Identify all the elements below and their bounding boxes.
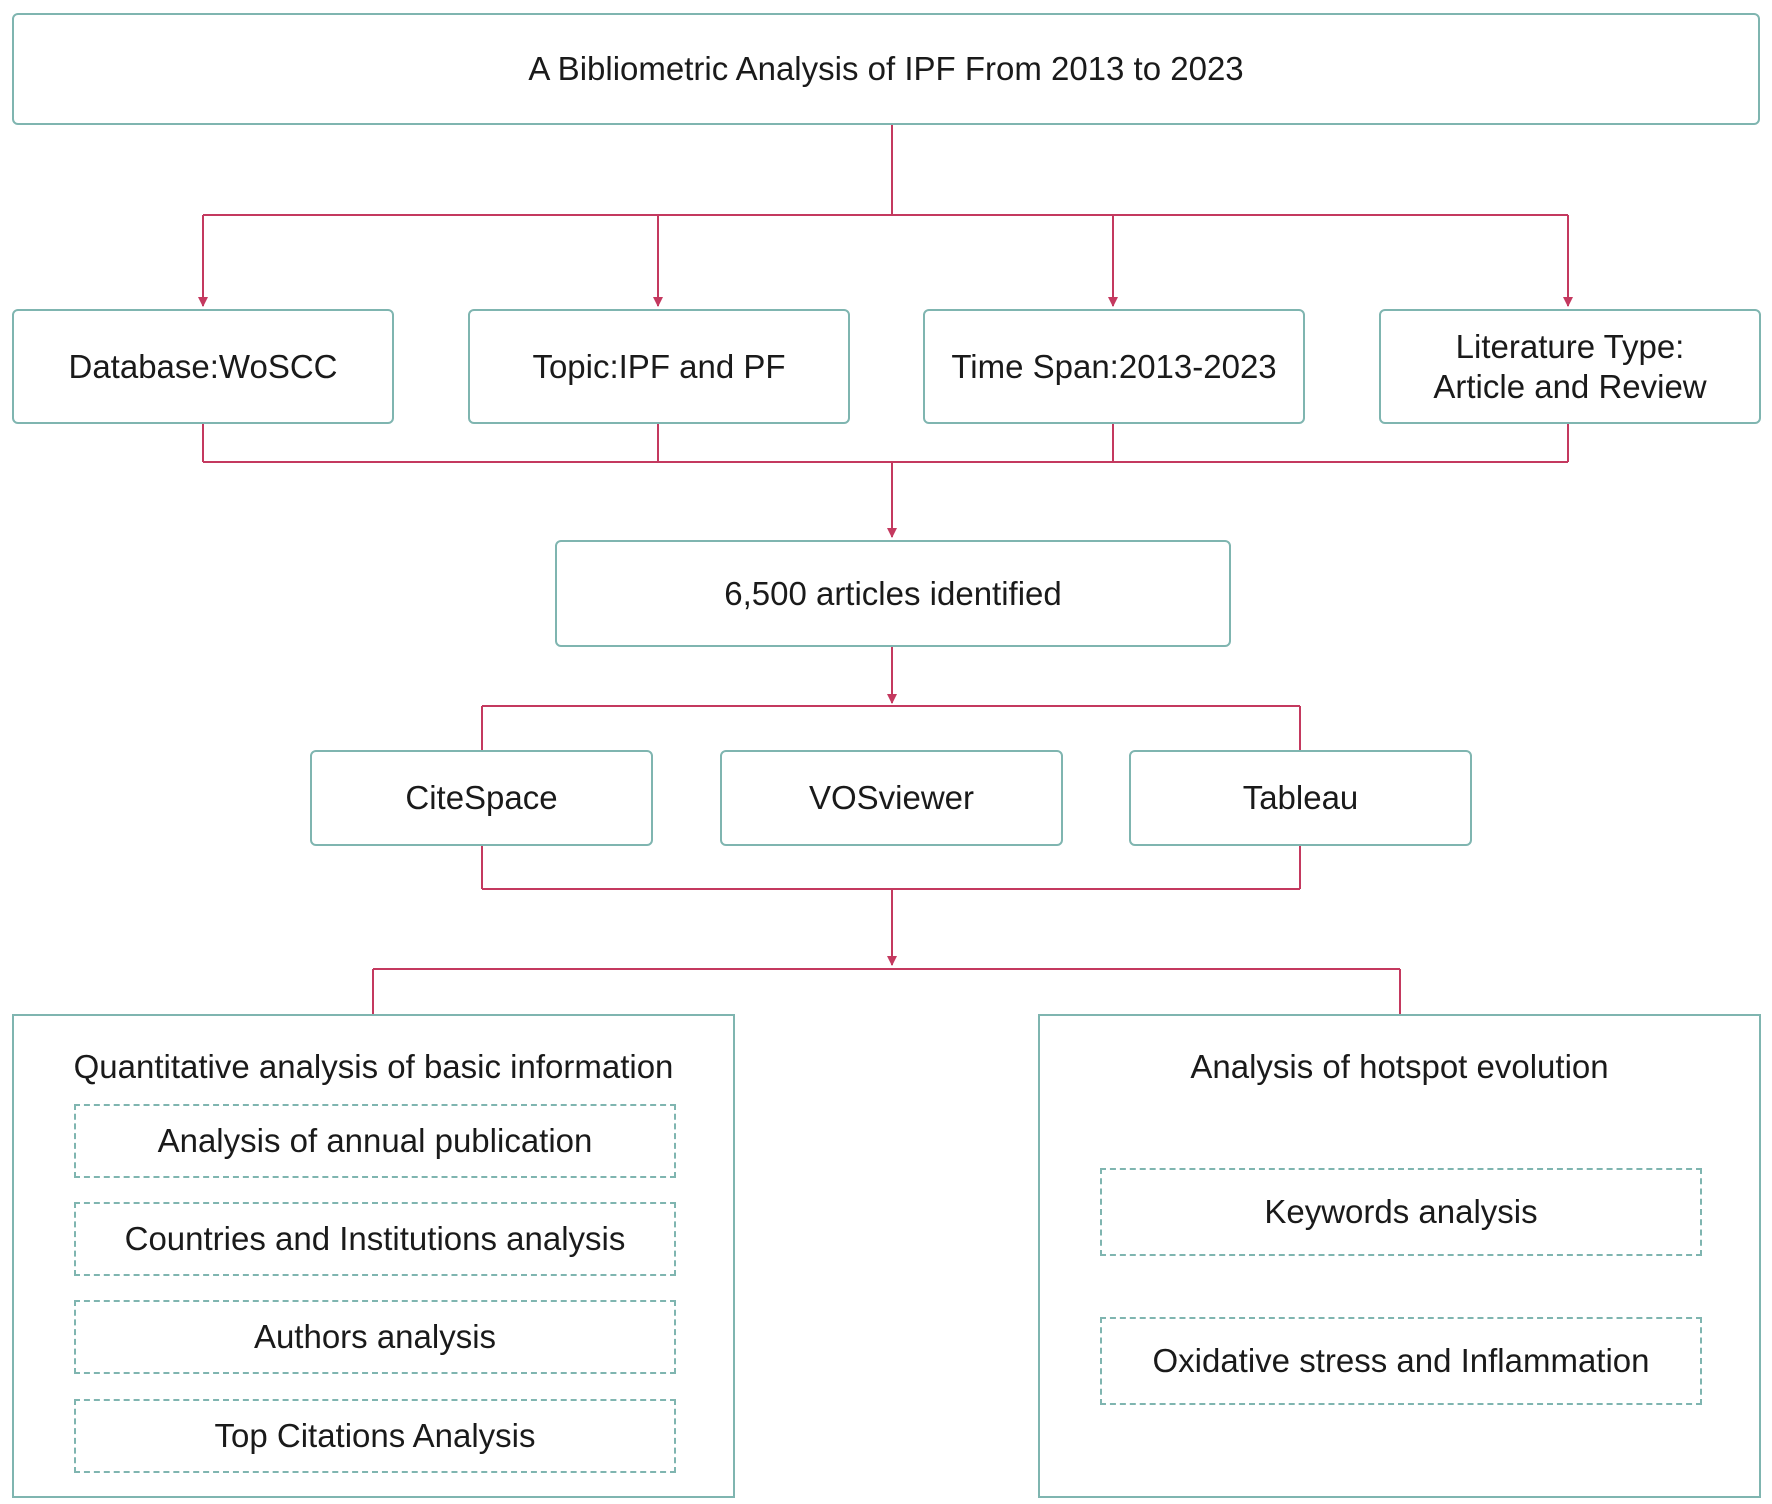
tool-vosviewer-box: VOSviewer [720, 750, 1063, 846]
articles-identified-label: 6,500 articles identified [724, 574, 1062, 612]
analysis-item: Analysis of annual publication [74, 1104, 676, 1178]
oxidative-stress-box: Oxidative stress and Inflammation [1100, 1317, 1702, 1405]
criteria-timespan-box: Time Span:2013-2023 [923, 309, 1305, 424]
criteria-literature-type-box: Literature Type: Article and Review [1379, 309, 1761, 424]
oxidative-stress-label: Oxidative stress and Inflammation [1152, 1342, 1650, 1379]
quantitative-analysis-title: Quantitative analysis of basic informati… [73, 1048, 674, 1085]
keywords-analysis-box: Keywords analysis [1100, 1168, 1702, 1256]
criteria-database-label: Database:WoSCC [68, 347, 338, 385]
tool-tableau-box: Tableau [1129, 750, 1472, 846]
diagram-title: A Bibliometric Analysis of IPF From 2013… [528, 50, 1244, 88]
analysis-item-label: Top Citations Analysis [214, 1417, 536, 1454]
keywords-analysis-label: Keywords analysis [1264, 1193, 1538, 1230]
criteria-topic-label: Topic:IPF and PF [532, 347, 786, 385]
criteria-database-box: Database:WoSCC [12, 309, 394, 424]
criteria-literature-type-line1: Literature Type: [1455, 327, 1685, 365]
criteria-literature-type-line2: Article and Review [1433, 367, 1707, 405]
hotspot-evolution-title: Analysis of hotspot evolution [1190, 1048, 1609, 1085]
criteria-timespan-label: Time Span:2013-2023 [951, 347, 1277, 385]
hotspot-evolution-panel: Analysis of hotspot evolution Keywords a… [1038, 1014, 1761, 1498]
tool-vosviewer-label: VOSviewer [808, 779, 975, 817]
diagram-title-box: A Bibliometric Analysis of IPF From 2013… [12, 13, 1760, 125]
analysis-item-label: Analysis of annual publication [157, 1122, 593, 1159]
analysis-item-label: Countries and Institutions analysis [124, 1220, 626, 1257]
analysis-item: Top Citations Analysis [74, 1399, 676, 1473]
articles-identified-box: 6,500 articles identified [555, 540, 1231, 647]
criteria-topic-box: Topic:IPF and PF [468, 309, 850, 424]
analysis-item: Countries and Institutions analysis [74, 1202, 676, 1276]
tool-citespace-box: CiteSpace [310, 750, 653, 846]
analysis-item-label: Authors analysis [253, 1318, 497, 1355]
quantitative-analysis-panel: Quantitative analysis of basic informati… [12, 1014, 735, 1498]
tool-tableau-label: Tableau [1242, 779, 1359, 817]
tool-citespace-label: CiteSpace [405, 779, 558, 817]
analysis-item: Authors analysis [74, 1300, 676, 1374]
